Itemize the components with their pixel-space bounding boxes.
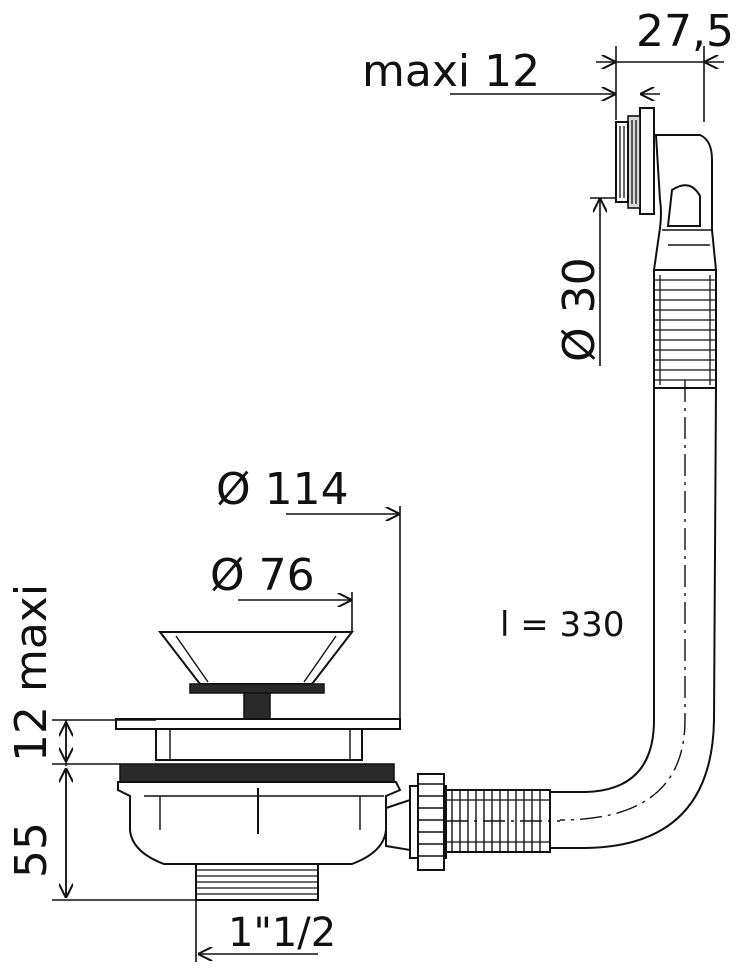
label-length: l = 330 [500,605,624,645]
dim-heights [52,719,196,901]
label-maxi-12: maxi 12 [362,46,540,97]
overflow-outlet [615,107,718,389]
outlet-nut [409,773,447,871]
label-thread: 1"1/2 [228,910,336,956]
overflow-hose-ribs [654,275,716,385]
label-55: 55 [6,822,57,878]
label-dia-76: Ø 76 [210,550,315,601]
label-dia-30: Ø 30 [554,257,605,362]
dim-dia-76 [238,592,353,632]
dim-thread [195,900,318,962]
dim-27-5 [596,46,724,122]
sink-basket [115,631,411,901]
link-hose [445,789,560,853]
dim-dia-30 [590,197,616,366]
label-12-maxi: 12 maxi [6,584,57,762]
label-27-5: 27,5 [636,6,734,57]
drain-pipe [547,380,718,849]
label-dia-114: Ø 114 [216,464,349,515]
dim-dia-114 [286,506,401,720]
